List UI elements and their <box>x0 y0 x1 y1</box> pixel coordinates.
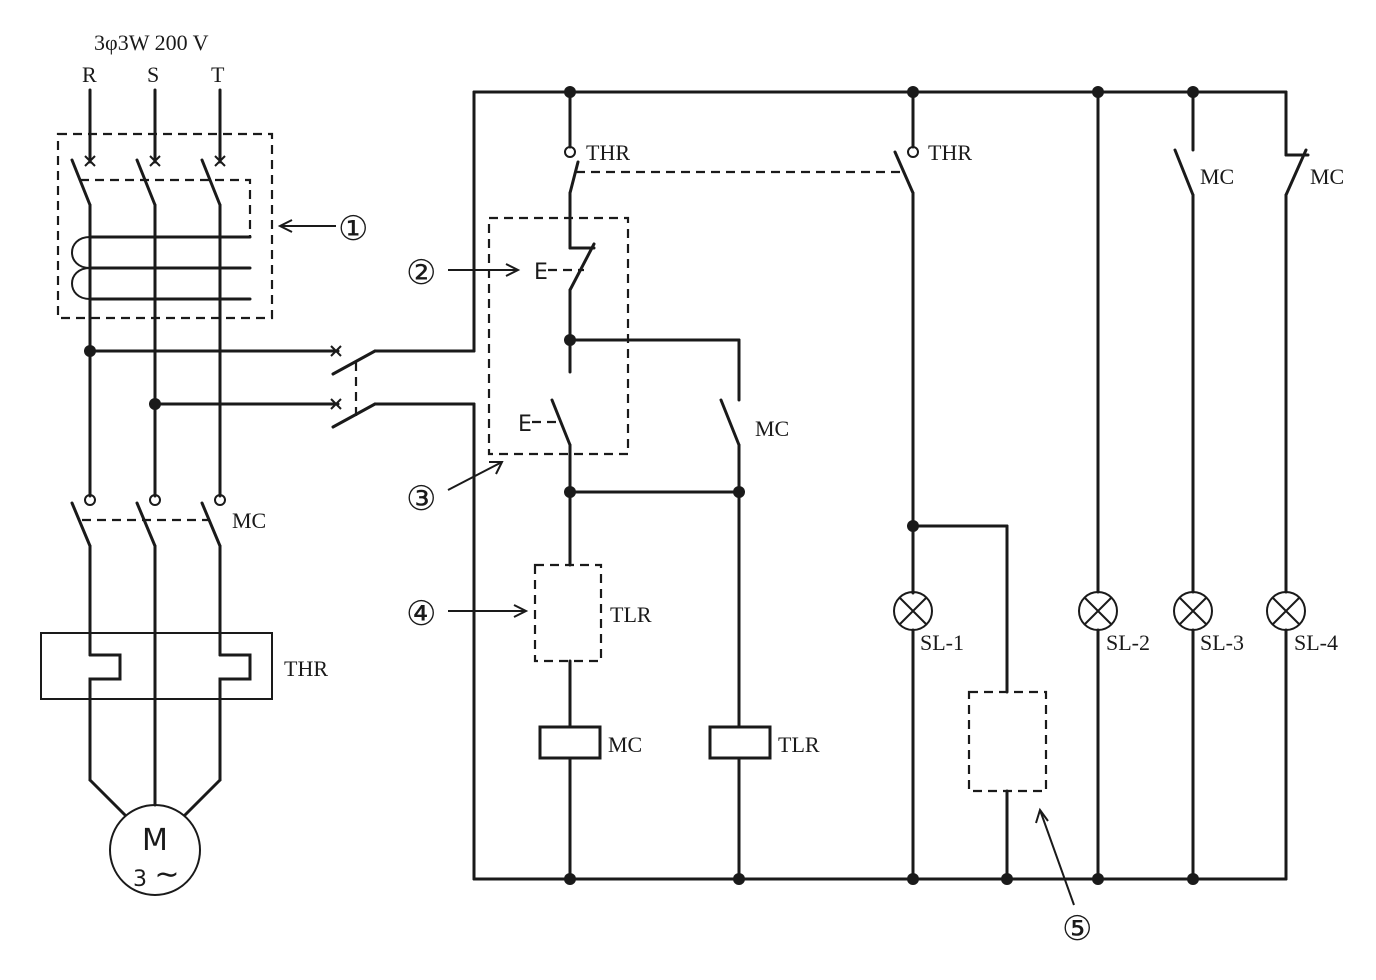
phase-t-label: T <box>211 62 225 87</box>
control-circuit-breaker <box>88 345 476 429</box>
branch-mc-coil: THR E E MC <box>518 90 905 881</box>
phase-r-label: R <box>82 62 97 87</box>
branch-sl3: MC SL-3 <box>1173 90 1244 881</box>
motor-symbol: M <box>142 823 168 858</box>
callout-5: ⑤ <box>1035 807 1092 949</box>
mc-main-contacts: MC <box>70 494 266 782</box>
sl3-label: SL-3 <box>1200 630 1244 655</box>
thermal-relay-heater: THR <box>40 632 328 782</box>
callout-3: ③ <box>406 461 504 519</box>
callout-5-number: ⑤ <box>1062 909 1092 949</box>
motor-phase-count: 3 <box>133 867 147 892</box>
power-lines-mid <box>84 316 222 498</box>
thr-main-label: THR <box>284 656 328 681</box>
tlr-coil-label: TLR <box>778 732 820 757</box>
supply-lines <box>84 88 226 167</box>
callout-3-number: ③ <box>406 479 436 519</box>
sl4-label: SL-4 <box>1294 630 1338 655</box>
pushbutton-station <box>487 216 630 456</box>
control-bus <box>472 86 1288 885</box>
callout-2: ② <box>406 253 521 293</box>
thr-right-label: THR <box>928 140 972 165</box>
tlr-contact-label: TLR <box>610 602 652 627</box>
sl2-label: SL-2 <box>1106 630 1150 655</box>
motor: M 3 ∼ <box>88 778 222 896</box>
branch-sl2: SL-2 <box>1078 90 1150 881</box>
earth-leakage-breaker <box>56 132 274 320</box>
mc-aux-label: MC <box>755 416 789 441</box>
sl1-label: SL-1 <box>920 630 964 655</box>
mc-right-1-label: MC <box>1200 164 1234 189</box>
e-start-label: E <box>518 412 532 437</box>
supply-label: 3φ3W 200 V <box>94 30 209 55</box>
callout-2-number: ② <box>406 253 436 293</box>
callout-4-number: ④ <box>406 594 436 634</box>
phase-s-label: S <box>147 62 159 87</box>
e-stop-label: E <box>534 260 548 285</box>
mc-main-label: MC <box>232 508 266 533</box>
branch-tlr-coil: MC TLR <box>568 338 820 881</box>
callout-4: ④ <box>406 594 529 634</box>
branch-sl1: THR SL-1 <box>893 90 1048 881</box>
tlr-contact: TLR <box>533 563 652 663</box>
motor-ac-symbol: ∼ <box>154 857 179 892</box>
branch-sl4: MC SL-4 <box>1266 90 1344 881</box>
thr-left-label: THR <box>586 140 630 165</box>
callout-1-number: ① <box>338 209 368 249</box>
callout-1: ① <box>277 209 368 249</box>
mc-right-2-label: MC <box>1310 164 1344 189</box>
mc-coil-label: MC <box>608 732 642 757</box>
